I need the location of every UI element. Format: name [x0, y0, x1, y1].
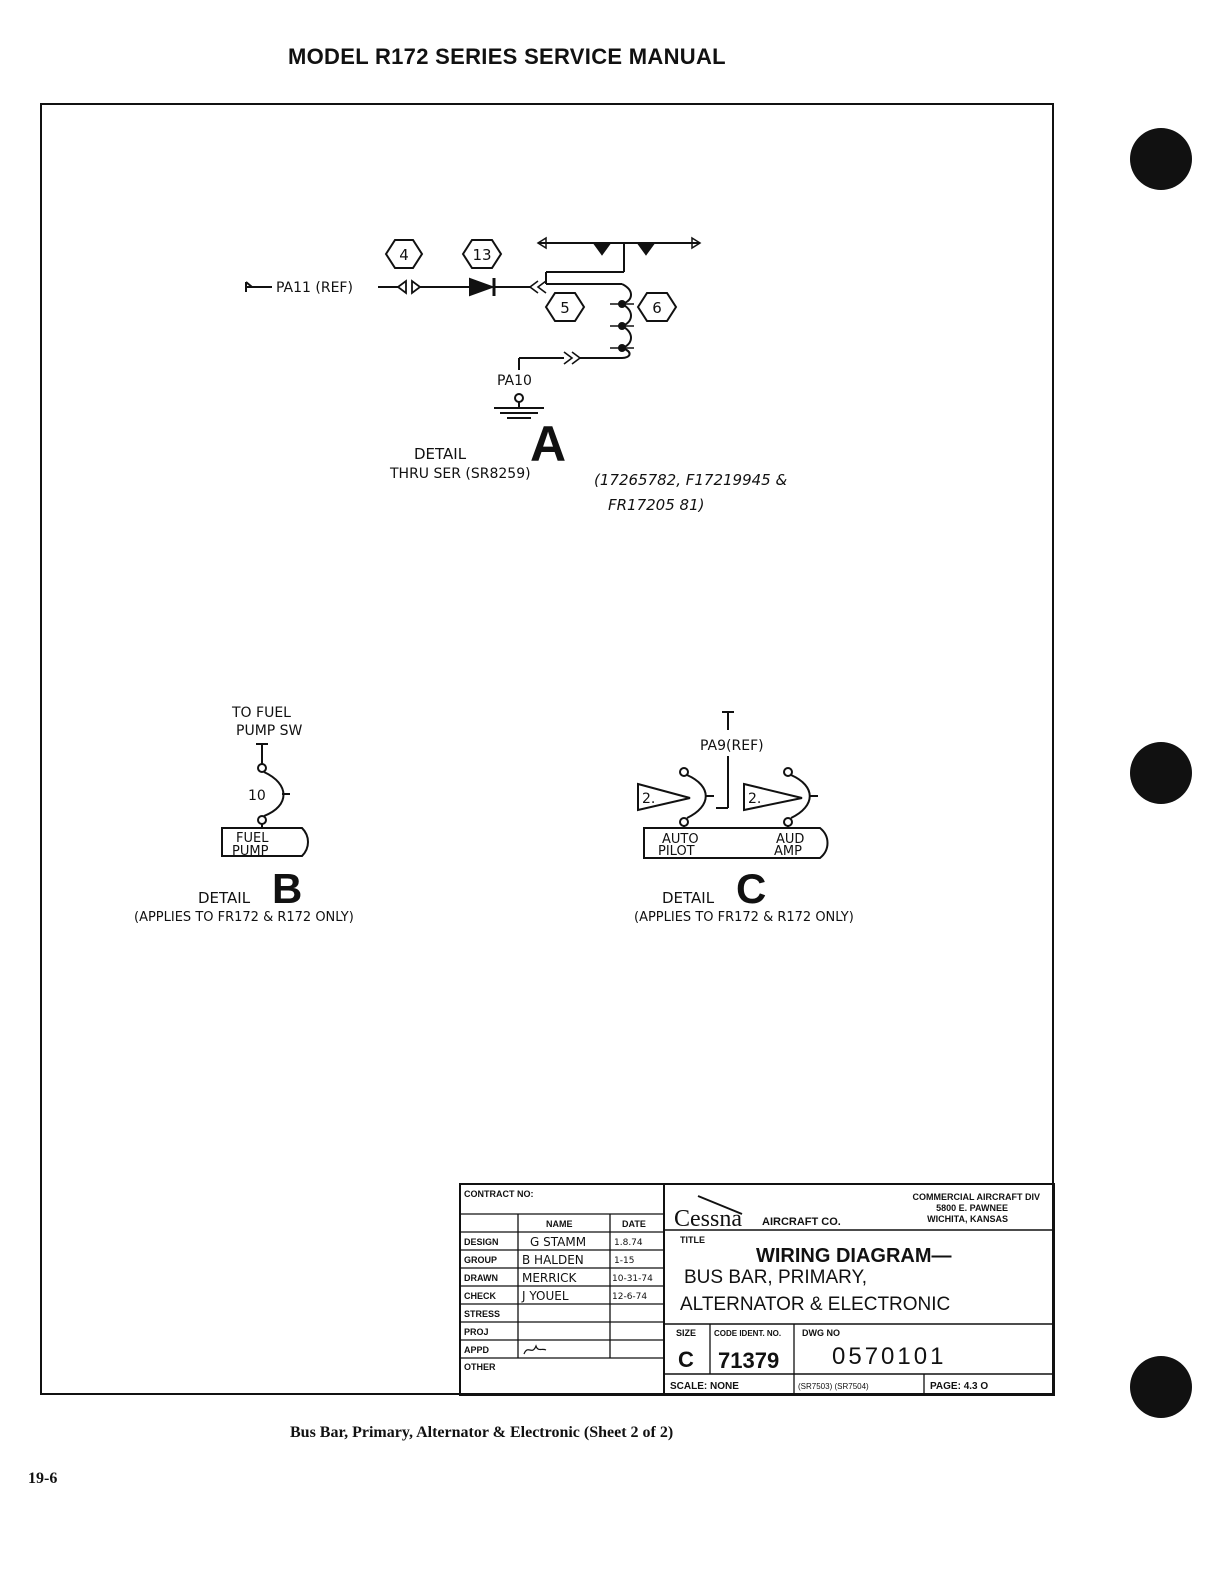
page-number: 19-6: [28, 1470, 58, 1487]
svg-text:4: 4: [399, 246, 409, 264]
row-role-proj: PROJ: [464, 1327, 489, 1337]
detail-b-box-line-1: FUEL: [236, 831, 269, 846]
division-line-2: 5800 E. PAWNEE: [936, 1203, 1008, 1213]
col-date: DATE: [622, 1219, 646, 1229]
binder-hole-top: [1130, 128, 1192, 190]
detail-b-breaker-rating: 10: [248, 788, 266, 804]
detail-c-breaker-right: 2.: [748, 791, 761, 807]
row-date-drawn: 10-31-74: [612, 1274, 653, 1284]
detail-a: 4 13 5 6 PA11 (REF): [245, 236, 787, 514]
title-line-1: WIRING DIAGRAM—: [756, 1245, 952, 1267]
cessna-logo: Cessna: [674, 1206, 742, 1232]
detail-b: TO FUEL PUMP SW 10 FUEL PUMP DETAIL B (A…: [134, 705, 354, 925]
detail-a-serial-note-3: FR17205 81): [608, 496, 704, 514]
detail-c-box-left-2: PILOT: [658, 844, 695, 859]
code-ident-value: 71379: [718, 1348, 779, 1373]
division-line-1: COMMERCIAL AIRCRAFT DIV: [913, 1192, 1041, 1202]
row-role-stress: STRESS: [464, 1309, 500, 1319]
binder-hole-bottom: [1130, 1356, 1192, 1418]
label-pa10: PA10: [497, 373, 532, 389]
detail-c-box-right-1: AUD: [776, 832, 804, 847]
figure-caption: Bus Bar, Primary, Alternator & Electroni…: [290, 1424, 674, 1441]
label-pa11-ref: PA11 (REF): [276, 280, 353, 296]
scale-value: SCALE: NONE: [670, 1381, 739, 1392]
svg-text:5: 5: [560, 299, 570, 317]
bubble-6: 6: [636, 292, 678, 322]
title-block: CONTRACT NO: NAME DATE DESIGN G STAMM 1.…: [459, 1183, 1055, 1396]
row-name-design: G STAMM: [530, 1235, 586, 1249]
title-line-3: ALTERNATOR & ELECTRONIC: [680, 1294, 950, 1315]
dwg-no-value: 0570101: [832, 1343, 946, 1370]
page-value: PAGE: 4.3 O: [930, 1381, 988, 1392]
binder-hole-middle: [1130, 742, 1192, 804]
cessna-logo-swoosh: [697, 1195, 743, 1215]
detail-a-serial-note-1: THRU SER (SR8259): [389, 466, 531, 482]
dwg-no-label: DWG NO: [802, 1328, 840, 1338]
detail-a-letter: A: [530, 416, 566, 472]
row-role-design: DESIGN: [464, 1237, 499, 1247]
detail-c-word: DETAIL: [662, 889, 715, 907]
row-name-group: B HALDEN: [522, 1253, 584, 1267]
size-value: C: [678, 1347, 694, 1372]
serials-value: (SR7503) (SR7504): [798, 1382, 869, 1391]
detail-b-applies: (APPLIES TO FR172 & R172 ONLY): [134, 910, 354, 925]
size-label: SIZE: [676, 1328, 696, 1338]
row-name-drawn: MERRICK: [522, 1271, 578, 1285]
detail-b-label-2: PUMP SW: [236, 723, 303, 739]
col-name: NAME: [546, 1219, 573, 1229]
signature-table: CONTRACT NO: NAME DATE DESIGN G STAMM 1.…: [460, 1189, 664, 1372]
detail-c-box-left-1: AUTO: [662, 832, 699, 847]
row-role-drawn: DRAWN: [464, 1273, 498, 1283]
row-role-check: CHECK: [464, 1291, 497, 1301]
detail-c: PA9(REF) 2. 2. AUTO PILOT AUD AMP DETAIL…: [634, 711, 854, 925]
svg-text:13: 13: [472, 246, 491, 264]
title-line-2: BUS BAR, PRIMARY,: [684, 1267, 867, 1288]
detail-c-breaker-left: 2.: [642, 791, 655, 807]
detail-c-box-right-2: AMP: [774, 844, 802, 859]
label-pa9-ref: PA9(REF): [700, 738, 764, 754]
contract-label: CONTRACT NO:: [464, 1189, 534, 1199]
row-role-appd: APPD: [464, 1345, 490, 1355]
title-label: TITLE: [680, 1235, 705, 1245]
detail-b-letter: B: [272, 865, 302, 912]
detail-b-label-1: TO FUEL: [231, 705, 291, 721]
row-role-group: GROUP: [464, 1255, 497, 1265]
detail-b-box-line-2: PUMP: [232, 844, 269, 859]
detail-a-word: DETAIL: [414, 445, 467, 463]
division-line-3: WICHITA, KANSAS: [927, 1214, 1008, 1224]
company-suffix: AIRCRAFT CO.: [762, 1216, 841, 1228]
detail-a-serial-note-2: (17265782, F17219945 &: [594, 471, 787, 489]
row-role-other: OTHER: [464, 1362, 496, 1372]
title-block-right: Cessna AIRCRAFT CO. COMMERCIAL AIRCRAFT …: [664, 1192, 1054, 1395]
detail-c-applies: (APPLIES TO FR172 & R172 ONLY): [634, 910, 854, 925]
row-date-design: 1.8.74: [614, 1238, 643, 1248]
bubble-13: 13: [461, 239, 503, 269]
appd-signature: [523, 1344, 547, 1355]
bubble-4: 4: [384, 239, 424, 269]
code-ident-label: CODE IDENT. NO.: [714, 1329, 781, 1338]
bubble-5: 5: [544, 292, 586, 322]
row-name-check: J YOUEL: [521, 1289, 569, 1303]
row-date-group: 1-15: [614, 1256, 634, 1266]
detail-b-word: DETAIL: [198, 889, 251, 907]
row-date-check: 12-6-74: [612, 1292, 647, 1302]
page-header: MODEL R172 SERIES SERVICE MANUAL: [288, 44, 726, 69]
svg-text:6: 6: [652, 299, 662, 317]
detail-c-letter: C: [736, 865, 766, 912]
